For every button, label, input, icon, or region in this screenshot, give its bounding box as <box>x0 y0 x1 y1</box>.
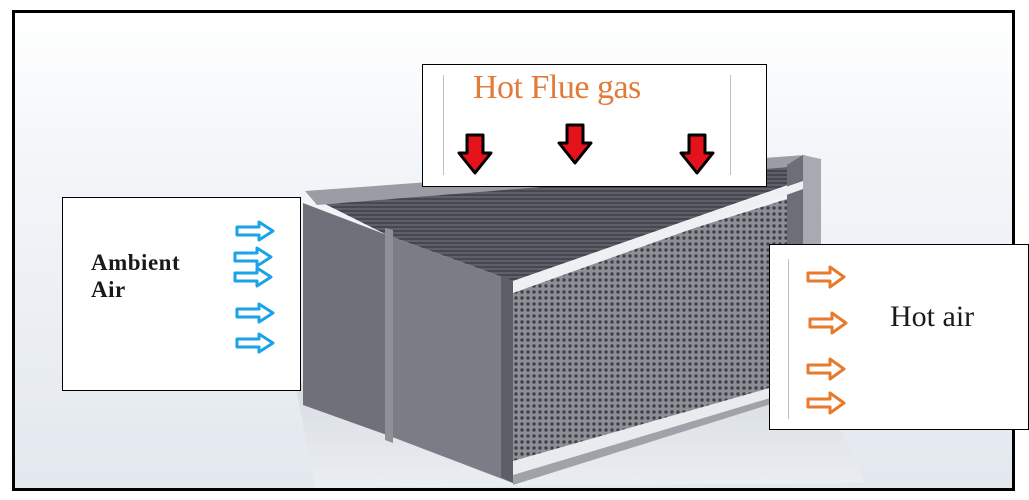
right-arrow-icon <box>233 266 273 288</box>
down-arrow-icon <box>557 123 593 165</box>
right-arrow-icon <box>235 220 275 242</box>
air-label: Air <box>91 277 126 302</box>
right-arrow-icon <box>235 302 275 324</box>
ambient-air-callout: Ambient Air <box>62 197 301 391</box>
right-arrow-icon <box>806 265 846 289</box>
flue-gas-label: Hot Flue gas <box>473 69 641 106</box>
right-arrow-icon <box>806 357 846 381</box>
left-side-panel <box>303 203 513 483</box>
down-arrow-icon <box>457 133 493 175</box>
flue-left-divider <box>443 75 444 175</box>
front-frame <box>501 181 803 485</box>
hot-air-divider <box>788 259 789 419</box>
down-arrow-icon <box>679 133 715 175</box>
ambient-label: Ambient <box>91 250 181 275</box>
flue-right-divider <box>730 75 731 175</box>
right-arrow-icon <box>233 246 273 268</box>
flue-gas-callout: Hot Flue gas <box>422 64 767 187</box>
right-arrow-icon <box>806 391 846 415</box>
hot-air-label: Hot air <box>890 300 975 333</box>
right-arrow-icon <box>808 311 848 335</box>
hot-air-callout: Hot air <box>769 244 1029 430</box>
right-arrow-icon <box>235 332 275 354</box>
